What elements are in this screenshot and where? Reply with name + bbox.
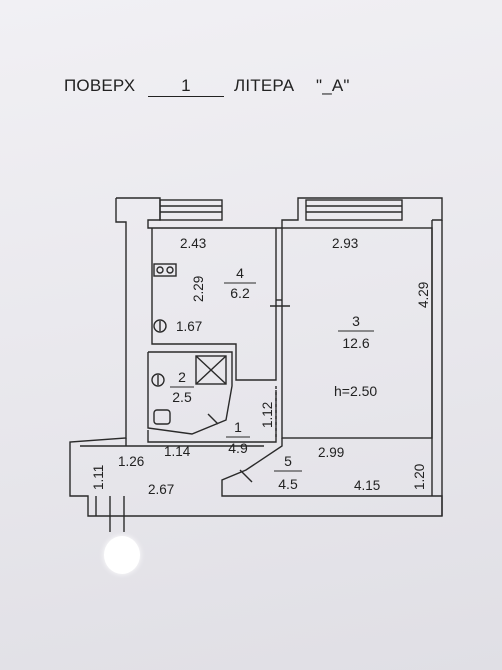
letter-label: ЛІТЕРА: [234, 76, 295, 95]
svg-text:4.9: 4.9: [228, 440, 248, 456]
floor-label: ПОВЕРХ: [64, 76, 136, 95]
stamp-blot: [104, 536, 140, 574]
svg-text:5: 5: [284, 453, 292, 469]
dim-1-67: 1.67: [176, 319, 202, 334]
dim-1-11: 1.11: [91, 465, 106, 490]
room-2: 2 2.5: [170, 369, 194, 405]
room-4: 4 6.2: [224, 265, 256, 301]
svg-text:6.2: 6.2: [230, 285, 250, 301]
room-3: 3 12.6: [338, 313, 374, 351]
dim-4-29: 4.29: [416, 282, 431, 308]
room-5: 5 4.5: [274, 453, 302, 492]
dim-2-67: 2.67: [148, 482, 174, 497]
svg-text:12.6: 12.6: [342, 335, 369, 351]
svg-text:3: 3: [352, 313, 360, 329]
svg-text:1: 1: [234, 419, 242, 435]
dim-1-20: 1.20: [412, 464, 427, 490]
svg-text:2.5: 2.5: [172, 389, 192, 405]
dim-2-43: 2.43: [180, 236, 206, 251]
letter-value: "_А": [316, 76, 350, 95]
svg-text:2: 2: [178, 369, 186, 385]
svg-text:4: 4: [236, 265, 244, 281]
room-1: 1 4.9: [226, 419, 250, 456]
dim-4-15: 4.15: [354, 478, 380, 493]
dim-2-99: 2.99: [318, 445, 344, 460]
dim-2-29: 2.29: [191, 276, 206, 302]
dim-1-12: 1.12: [260, 402, 275, 428]
floor-value: 1: [148, 76, 224, 97]
dim-1-14: 1.14: [164, 444, 191, 459]
dim-2-93: 2.93: [332, 236, 358, 251]
dim-1-26: 1.26: [118, 454, 144, 469]
svg-text:4.5: 4.5: [278, 476, 298, 492]
ceiling-height: h=2.50: [334, 383, 377, 399]
